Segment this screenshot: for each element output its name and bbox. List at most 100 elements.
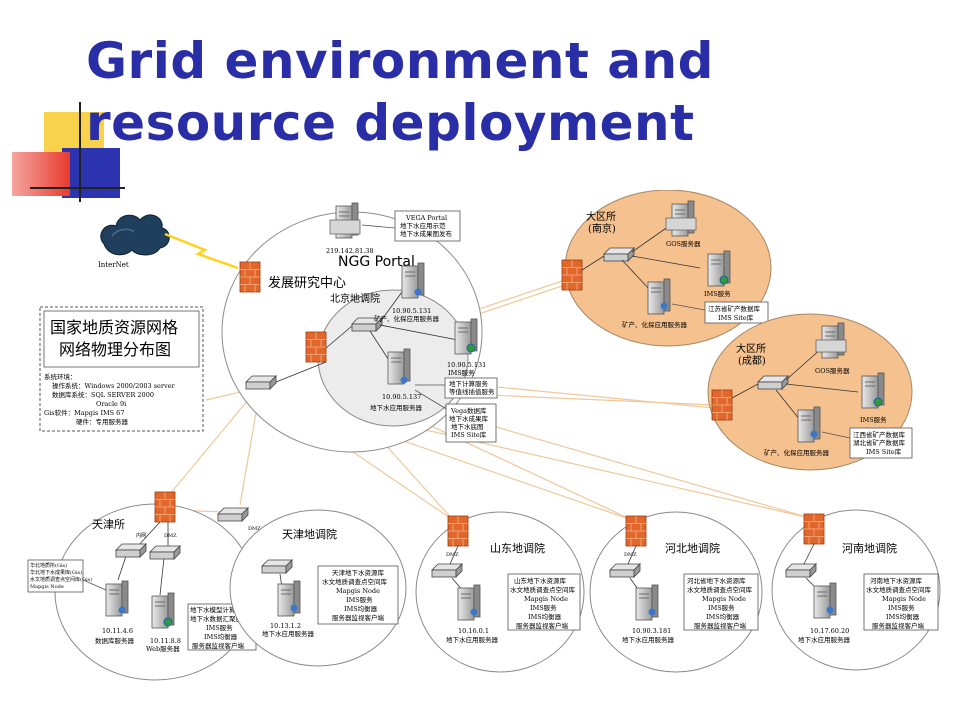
portal-ip: 219.142.81.38 bbox=[326, 247, 374, 255]
tianjin-suo-db-desc: 数据库服务器 bbox=[95, 636, 135, 645]
shandong-note-line: IMS服务 bbox=[530, 603, 557, 612]
network-diagram: InterNet 发展研究中心 NGG Portal 219.142.81.38… bbox=[27, 190, 941, 681]
beijing-note-2-line: Vega数据库 bbox=[450, 406, 487, 415]
henan-note-line: IMS均衡器 bbox=[886, 612, 920, 621]
tianjin-diaoyuan-note-line: IMS均衡器 bbox=[344, 604, 378, 613]
svg-text:天津地下水资源库 水文地质调查点空间库 Ma: 天津地下水资源库 水文地质调查点空间库 Mapgis Node IMS服务 IM… bbox=[322, 568, 389, 622]
tianjin-suo-inner-switch-icon bbox=[115, 543, 147, 558]
tianjin-suo-label: 天津所 bbox=[92, 518, 125, 531]
nanjing-note-box bbox=[704, 301, 769, 324]
shandong-note-line: 山东地下水资源库 bbox=[514, 576, 567, 585]
henan-note-line: 水文地质调查点空间库 bbox=[866, 585, 932, 594]
svg-text:江西省矿产数据库 湖北省矿产数据库 IMS: 江西省矿产数据库 湖北省矿产数据库 IMS Site库 bbox=[853, 430, 907, 456]
shandong-note-line: Mapgis Node bbox=[524, 595, 568, 603]
tianjin-diaoyuan-server-icon bbox=[277, 580, 301, 617]
nanjing-label: (南京) bbox=[588, 222, 616, 235]
svg-text:Vega数据库 地下水成果库 地下水底图: Vega数据库 地下水成果库 地下水底图 IMS Site库 bbox=[449, 406, 490, 439]
tianjin-diaoyuan-note-box bbox=[317, 565, 399, 625]
beijing-srv3-desc: 地下水应用服务器 bbox=[370, 403, 423, 412]
hebei-note-line: 河北省地下水资源库 bbox=[687, 576, 746, 585]
chengdu-app-label: 矿产、化探应用服务器 bbox=[764, 448, 830, 457]
shandong-note-line: 水文地质调查点空间库 bbox=[510, 585, 576, 594]
shandong-note-line: IMS均衡器 bbox=[528, 612, 562, 621]
ngg-firewall-icon bbox=[239, 261, 261, 293]
tianjin-diaoyuan-switch-icon bbox=[261, 559, 293, 574]
henan-note-line: Mapgis Node bbox=[882, 595, 926, 603]
nanjing-note-line: 江苏省矿产数据库 bbox=[708, 304, 761, 313]
henan-firewall-icon bbox=[803, 513, 825, 545]
ngg-center-label: 发展研究中心 bbox=[268, 275, 346, 291]
henan-switch-icon bbox=[785, 563, 817, 578]
chengdu-note-line: IMS Site库 bbox=[866, 447, 902, 456]
tianjin-diaoyuan-ip: 10.13.1.2 bbox=[270, 622, 301, 630]
henan-note-line: 服务器监视客户端 bbox=[872, 621, 925, 630]
henan-server-icon bbox=[813, 582, 837, 619]
beijing-note-2-box bbox=[445, 403, 497, 443]
tianjin-suo-dmz-label: DMZ bbox=[164, 533, 177, 539]
shandong-server-icon bbox=[457, 584, 481, 621]
beijing-srv2-desc: IMS服务 bbox=[448, 368, 475, 377]
legend-env: 系统环境： bbox=[44, 372, 77, 381]
dmz-switch-icon bbox=[217, 507, 249, 522]
tianjin-suo-service-line: 地下水数据汇聚服务 bbox=[190, 614, 249, 623]
hebei-server-icon bbox=[635, 584, 659, 621]
title-line-1: Grid environment and bbox=[86, 32, 714, 90]
hebei-label: 河北地调院 bbox=[665, 541, 720, 555]
legend-os: 操作系统：Windows 2000/2003 server bbox=[52, 381, 176, 390]
nanjing-app-server-icon bbox=[647, 278, 671, 315]
legend-title-line-1: 国家地质资源网格 bbox=[50, 318, 178, 337]
svg-text:系统环境： 操作系统：Windows 2000/20: 系统环境： 操作系统：Windows 2000/2003 server 数据库系… bbox=[44, 372, 177, 426]
tianjin-suo-dmz-switch-icon bbox=[149, 545, 181, 560]
henan-note-box bbox=[863, 573, 939, 631]
nanjing-label: 大区所 bbox=[586, 210, 616, 223]
internet-cloud-icon bbox=[100, 214, 170, 256]
svg-text:地下水模型计算服务 地下水数据汇聚服务 IM: 地下水模型计算服务 地下水数据汇聚服务 IMS服务 IMS均衡器 服务器监视客户… bbox=[190, 605, 251, 650]
ngg-portal-label: NGG Portal bbox=[338, 254, 415, 270]
tianjin-suo-note-box bbox=[27, 559, 84, 593]
nanjing-app-label: 矿产、化探应用服务器 bbox=[622, 320, 688, 329]
beijing-note-1-box bbox=[444, 377, 498, 399]
tianjin-diaoyuan-note-line: 天津地下水资源库 bbox=[332, 568, 385, 577]
legend-db2: Oracle 9i bbox=[96, 400, 126, 408]
chengdu-gos-label: GOS服务器 bbox=[815, 366, 850, 375]
henan-label: 河南地调院 bbox=[842, 541, 897, 555]
tianjin-diaoyuan-desc: 地下水应用服务器 bbox=[262, 629, 315, 638]
ngg-switch-icon bbox=[245, 375, 277, 390]
svg-text:江苏省矿产数据库 IMS Site库: 江苏省矿产数据库 IMS Site库 bbox=[708, 304, 762, 322]
beijing-srv3-ip: 10.90.5.137 bbox=[382, 393, 421, 401]
tianjin-suo-note-line: 华北地质所(Gis) bbox=[30, 562, 67, 569]
beijing-note-2-line: 地下水成果库 bbox=[449, 414, 489, 423]
tianjin-suo-firewall-icon bbox=[154, 491, 176, 523]
beijing-note-1-line: 等值线插值服务 bbox=[449, 387, 495, 396]
decor-blue-square bbox=[62, 148, 120, 198]
tianjin-suo-service-line: IMS均衡器 bbox=[204, 632, 238, 641]
beijing-note-1-line: 地下计算服务 bbox=[449, 379, 489, 388]
vega-note-line: VEGA Portal bbox=[405, 214, 447, 222]
shandong-ip: 10.16.0.1 bbox=[458, 627, 489, 635]
shandong-note-box bbox=[507, 573, 581, 631]
hebei-note-line: IMS均衡器 bbox=[706, 612, 740, 621]
tianjin-suo-note-line: 水文地质调查点空间库(Gis) bbox=[30, 576, 92, 583]
hebei-note-line: Mapgis Node bbox=[702, 595, 746, 603]
title-line-2: resource deployment bbox=[86, 94, 695, 152]
svg-text:河南地下水资源库 水文地质调查点空间库 Ma: 河南地下水资源库 水文地质调查点空间库 Mapgis Node IMS服务 IM… bbox=[866, 576, 933, 630]
nanjing-firewall-icon bbox=[561, 259, 583, 291]
svg-text:华北地质所(Gis) 华北地下水成果库(Gis): 华北地质所(Gis) 华北地下水成果库(Gis) 水文地质调查点空间库(Gis)… bbox=[30, 562, 94, 590]
chengdu-ims-label: IMS服务 bbox=[860, 415, 887, 424]
tianjin-suo-db-ip: 10.11.4.6 bbox=[102, 627, 133, 635]
shandong-region bbox=[415, 511, 585, 673]
beijing-srv2-ip: 10.90.5.131 bbox=[447, 361, 486, 369]
hebei-dmz-label: DMZ bbox=[624, 552, 637, 558]
nanjing-switch-icon bbox=[603, 247, 635, 262]
beijing-firewall-icon bbox=[305, 331, 327, 363]
hebei-switch-icon bbox=[609, 563, 641, 578]
svg-text:河北省地下水资源库 水文地质调查点空间库 M: 河北省地下水资源库 水文地质调查点空间库 Mapgis Node IMS服务 I… bbox=[687, 576, 754, 630]
beijing-note-2-line: IMS Site库 bbox=[451, 430, 487, 439]
beijing-srv1-desc: 矿产、化探应用服务器 bbox=[374, 314, 440, 323]
tianjin-suo-region bbox=[54, 503, 256, 681]
nanjing-ims-label: IMS服务 bbox=[704, 289, 731, 298]
chengdu-note-line: 湖北省矿产数据库 bbox=[853, 438, 906, 447]
hebei-ip: 10.90.3.181 bbox=[632, 627, 671, 635]
tianjin-suo-service-line: 服务器监视客户端 bbox=[192, 641, 245, 650]
legend-title-line-2: 网络物理分布图 bbox=[59, 340, 171, 359]
